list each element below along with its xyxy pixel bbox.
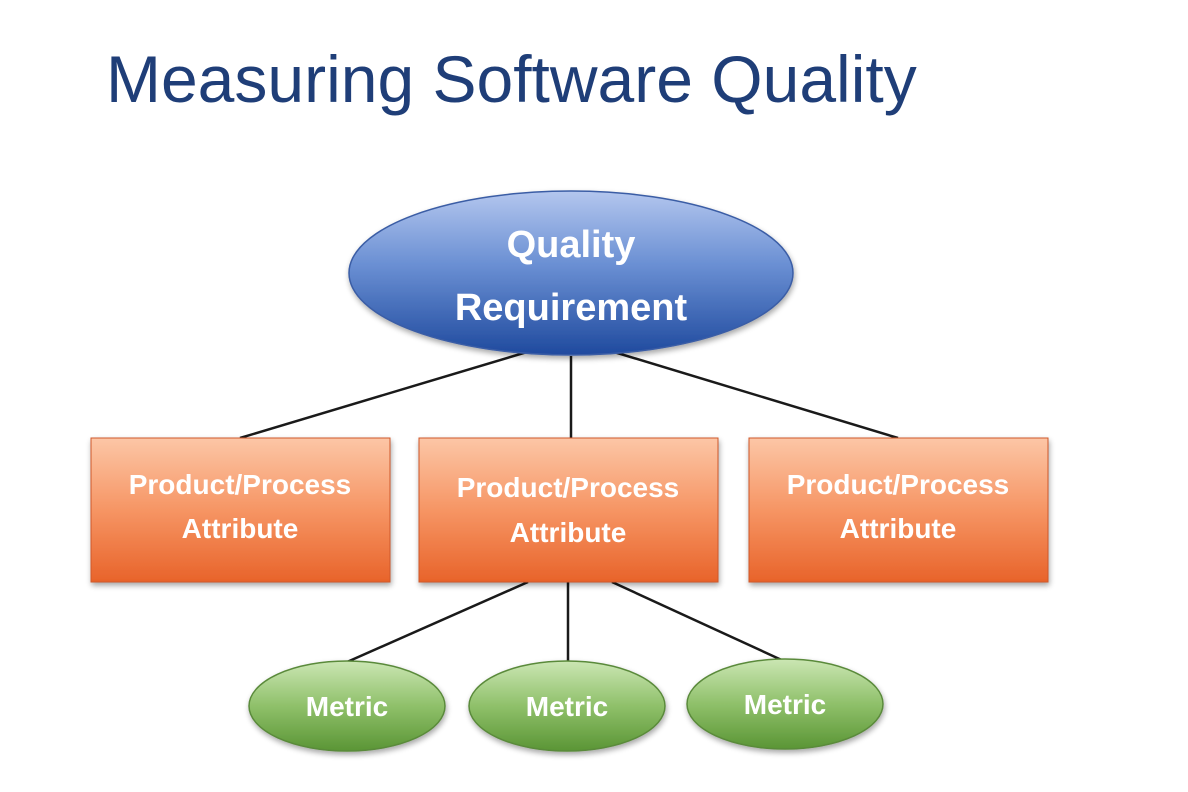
attribute-node-3: Product/Process Attribute	[748, 437, 1049, 583]
page-title: Measuring Software Quality	[106, 42, 917, 116]
attribute-box-1	[90, 437, 391, 583]
attribute-node-2: Product/Process Attribute	[418, 437, 719, 583]
connector-root-attribute-1	[239, 350, 528, 440]
metric-node-3: Metric	[686, 658, 884, 750]
attribute-1-line1: Product/Process	[129, 469, 352, 500]
attribute-box-2	[418, 437, 719, 583]
metric-ellipse-1	[248, 660, 446, 752]
metric-node-2: Metric	[468, 660, 666, 752]
attribute-box-3	[748, 437, 1049, 583]
metric-3-label: Metric	[744, 689, 826, 720]
metric-1-label: Metric	[306, 691, 388, 722]
root-connectors	[239, 350, 899, 440]
root-label-line1: Quality	[507, 224, 636, 266]
connector-root-attribute-3	[613, 350, 899, 440]
metric-ellipse-2	[468, 660, 666, 752]
metric-2-label: Metric	[526, 691, 608, 722]
root-ellipse	[348, 190, 794, 356]
metric-ellipse-3	[686, 658, 884, 750]
attribute-3-line1: Product/Process	[787, 469, 1010, 500]
attribute-2-line2: Attribute	[510, 517, 627, 548]
metric-connectors	[346, 580, 787, 664]
root-label-line2: Requirement	[455, 287, 688, 329]
attribute-3-line2: Attribute	[840, 513, 957, 544]
root-node: Quality Requirement	[348, 190, 794, 356]
attribute-1-line2: Attribute	[182, 513, 299, 544]
connector-attribute-metric-1	[346, 580, 529, 664]
connector-attribute-metric-3	[611, 580, 787, 664]
attribute-node-1: Product/Process Attribute	[90, 437, 391, 583]
metric-node-1: Metric	[248, 660, 446, 752]
attribute-2-line1: Product/Process	[457, 472, 680, 503]
